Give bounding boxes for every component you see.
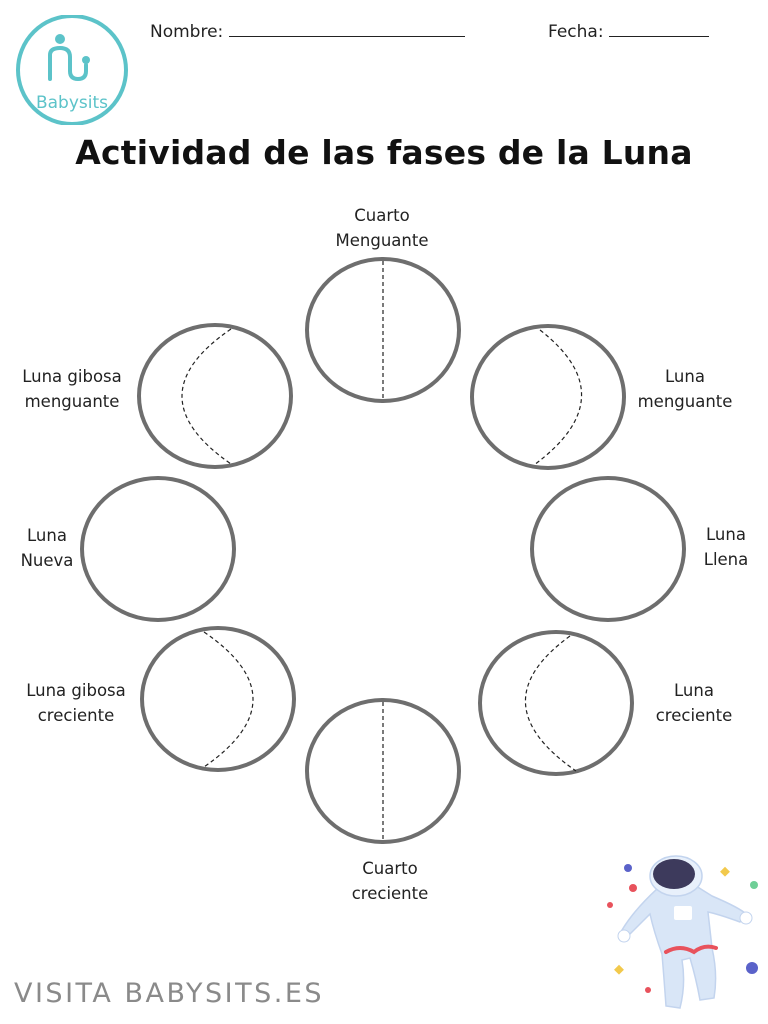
babysits-logo: Babysits [14, 15, 130, 125]
dashed-guide-line [524, 635, 577, 772]
logo-text: Babysits [35, 93, 109, 113]
dashed-guide-line [533, 329, 583, 466]
moon-cuarto-creciente [305, 698, 461, 844]
moon-luna-menguante [470, 324, 626, 470]
moon-luna-gibosa-creciente [140, 626, 296, 772]
moon-cuarto-menguante [305, 257, 461, 403]
moon-luna-gibosa-menguante [137, 323, 293, 469]
page-title: Actividad de las fases de la Luna [75, 133, 693, 172]
dashed-guide-line [181, 328, 232, 465]
moon-circle [305, 257, 461, 403]
date-field[interactable]: Fecha: [548, 22, 709, 42]
moon-circle [80, 476, 236, 622]
moon-circle [530, 476, 686, 622]
moon-luna-creciente [478, 630, 634, 776]
name-label: Nombre: [150, 22, 224, 42]
footer-website: VISITA BABYSITS.ES [14, 978, 325, 1009]
moon-circle [478, 630, 634, 776]
moon-circle [137, 323, 293, 469]
moon-circle [470, 324, 626, 470]
astronaut-illustration [607, 855, 758, 1009]
dashed-guide-line [203, 631, 254, 768]
moon-circle [140, 626, 296, 772]
moon-circle [305, 698, 461, 844]
name-line[interactable] [228, 22, 465, 37]
moon-luna-nueva [80, 476, 236, 622]
date-label: Fecha: [548, 22, 604, 42]
name-field[interactable]: Nombre: [150, 22, 465, 42]
date-line[interactable] [608, 22, 709, 37]
moon-luna-llena [530, 476, 686, 622]
